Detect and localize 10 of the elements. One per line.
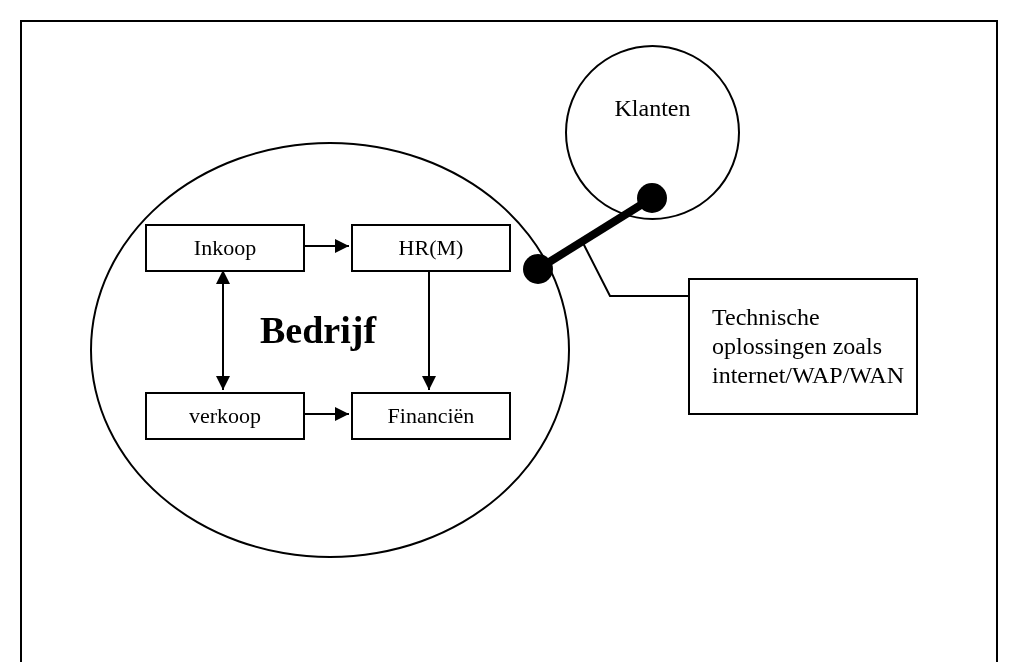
connector-line xyxy=(523,183,667,284)
company-ellipse xyxy=(90,142,570,558)
customer-ellipse: Klanten xyxy=(565,45,740,220)
group-title: Bedrijf xyxy=(260,308,377,352)
department-box: Financiën xyxy=(351,392,511,440)
leader-line xyxy=(582,242,689,297)
department-box: verkoop xyxy=(145,392,305,440)
department-box: Inkoop xyxy=(145,224,305,272)
department-box: HR(M) xyxy=(351,224,511,272)
callout-box: Technische oplossingen zoals internet/WAP/WAN xyxy=(688,278,918,415)
